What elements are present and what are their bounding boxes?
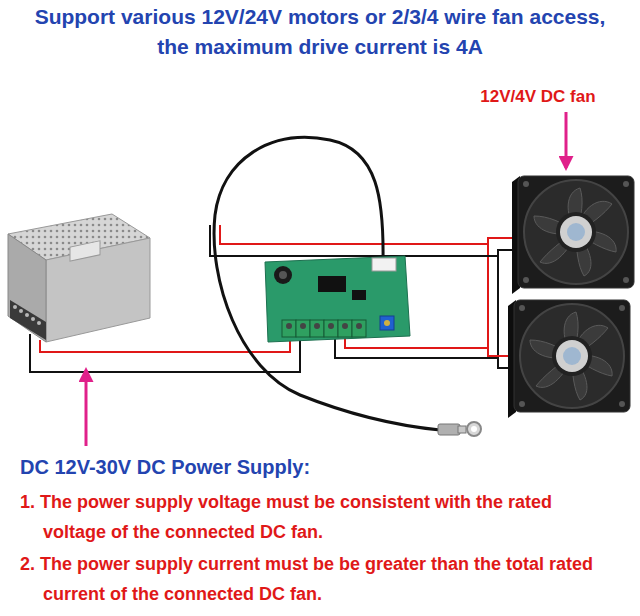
pointer-arrow xyxy=(565,112,568,168)
title: Support various 12V/24V motors or 2/3/4 … xyxy=(20,2,620,62)
power-supply xyxy=(8,214,150,342)
sensor-cable xyxy=(214,137,440,430)
fan-wires xyxy=(210,225,517,368)
temperature-probe xyxy=(438,422,481,436)
fan-label: 12V/4V DC fan xyxy=(440,86,636,108)
supply-heading: DC 12V-30V DC Power Supply: xyxy=(20,453,620,481)
note: 2. The power supply current must be be g… xyxy=(20,549,620,609)
dc-fan xyxy=(508,300,630,418)
dc-fan xyxy=(512,176,634,294)
note: 1. The power supply voltage must be cons… xyxy=(20,487,620,547)
controller-board xyxy=(265,256,410,342)
pointer-arrow xyxy=(85,370,88,446)
